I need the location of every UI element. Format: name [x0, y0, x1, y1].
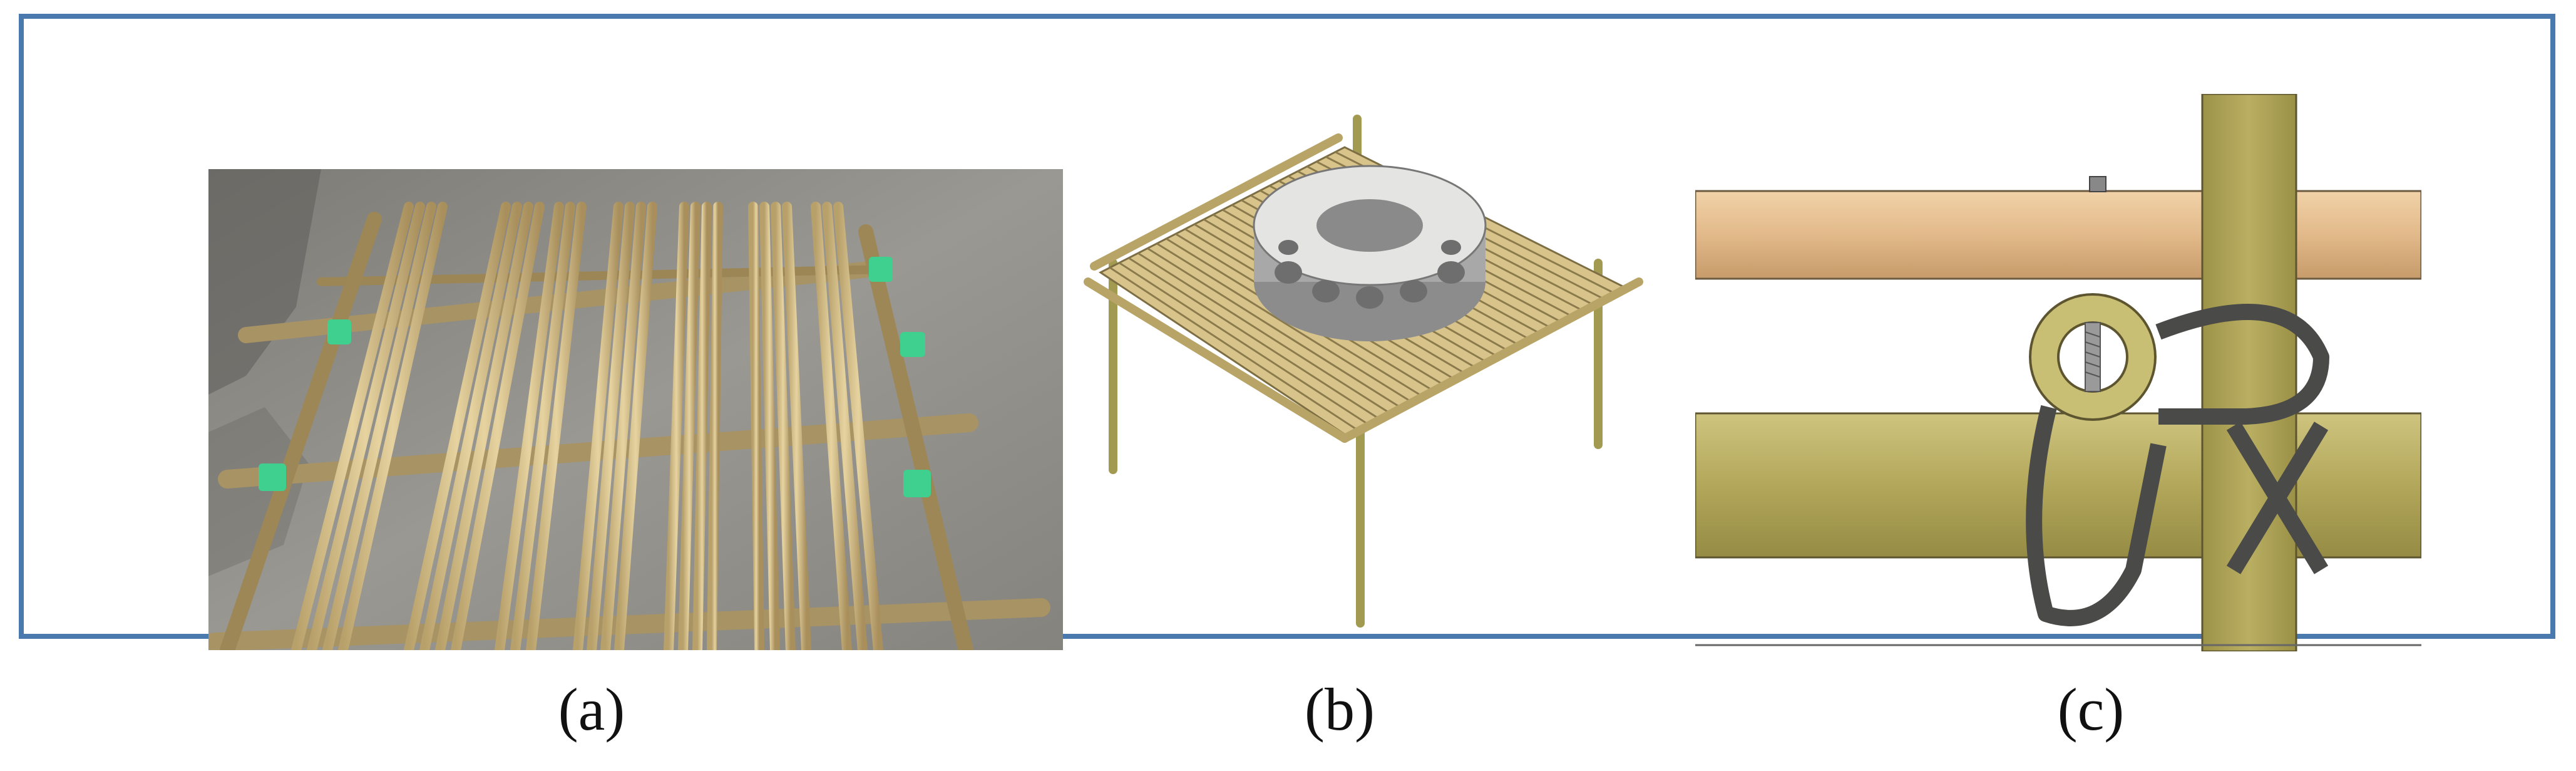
figure-frame [19, 14, 2555, 651]
deck-slat [1119, 262, 1373, 428]
panel-c-joint-detail [1695, 94, 2421, 651]
bamboo-platform-3d-model-icon [1084, 115, 1643, 628]
deck-slat [1109, 267, 1362, 434]
panel-b-platform-model [1075, 113, 1645, 639]
caption-a: (a) [558, 676, 625, 743]
panel-a-bamboo-mat-photo [208, 169, 1063, 650]
deck-slat [1137, 252, 1394, 417]
deck-slat [1156, 242, 1415, 405]
bamboo-mat-photo-icon [208, 169, 1063, 650]
deck-slat [1147, 247, 1405, 411]
deck-slat [1128, 257, 1383, 422]
caption-b: (b) [1305, 676, 1375, 743]
bamboo-joint-strap-detail-icon [1695, 94, 2421, 651]
caption-c: (c) [2057, 676, 2125, 743]
